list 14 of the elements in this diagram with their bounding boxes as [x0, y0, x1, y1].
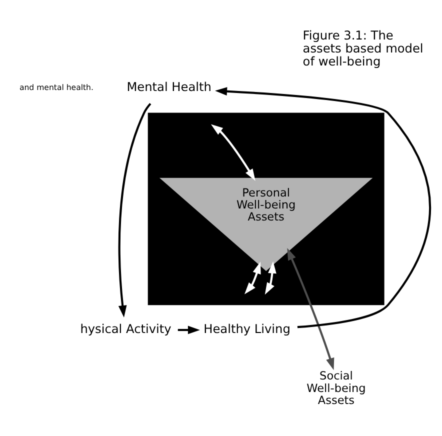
arrow: [264, 260, 276, 294]
arrow: [118, 102, 152, 317]
cluster: [148, 112, 384, 305]
arrow: [215, 86, 431, 328]
node-text: Healthy Living: [204, 322, 290, 336]
node-text: Social Well-being Assets: [306, 369, 366, 406]
node-text: hysical Activity: [80, 322, 172, 336]
node-text: Mental Health: [126, 80, 212, 94]
arrow: [244, 261, 261, 294]
label: and mental health.: [19, 82, 94, 92]
arrow: [178, 325, 200, 334]
diagram-title: Figure 3.1: The assets based model of well-being: [302, 28, 424, 68]
arrow: [287, 248, 334, 370]
arrow: [210, 124, 256, 180]
